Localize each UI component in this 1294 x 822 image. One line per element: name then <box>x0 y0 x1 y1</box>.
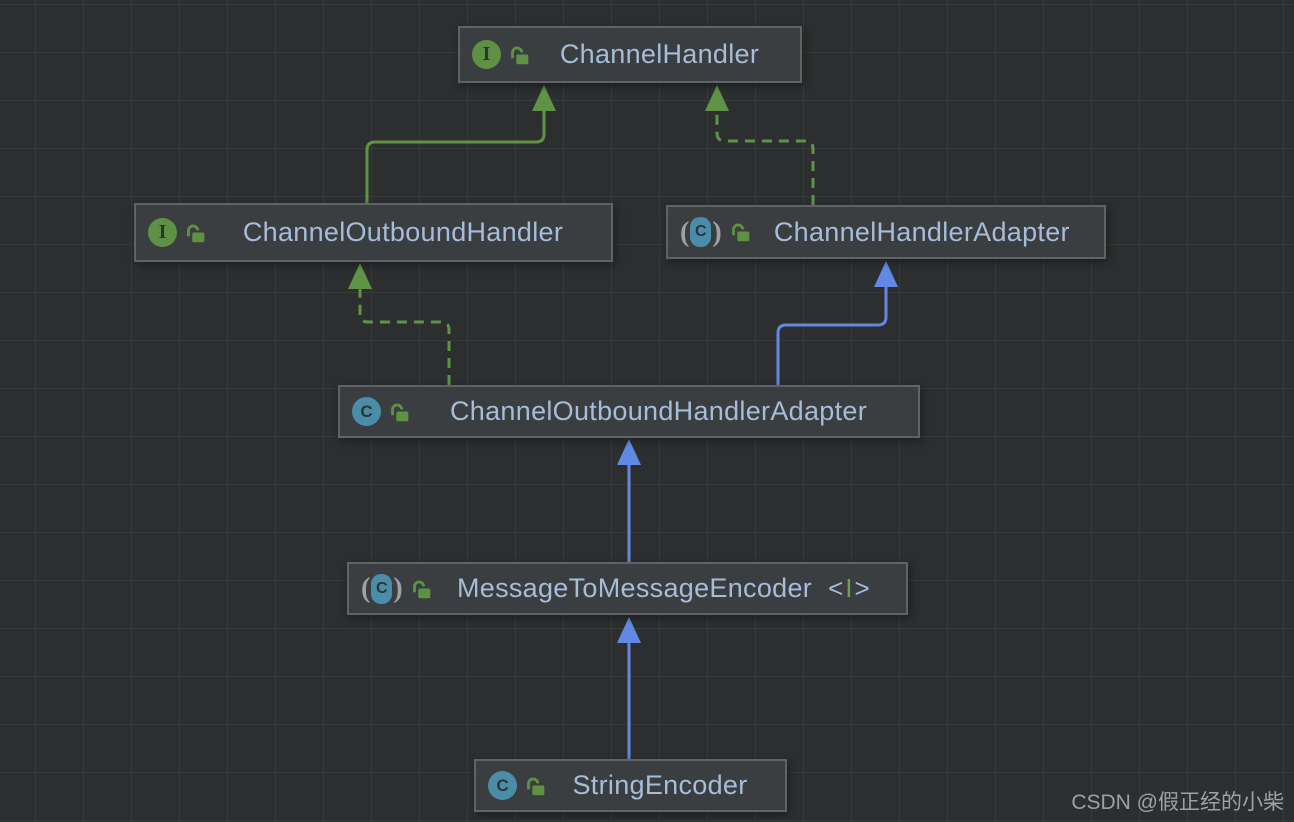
edge-extends-ChannelOutboundHandlerAdapter-to-ChannelHandlerAdapter <box>776 287 888 385</box>
node-name-area: ChannelOutboundHandlerAdapter <box>411 396 906 427</box>
edge-implements-ChannelOutboundHandlerAdapter-to-ChannelOutboundHandler <box>358 289 451 385</box>
class-node-channel-outbound-handler-adapter[interactable]: C ChannelOutboundHandlerAdapter <box>338 385 920 438</box>
arrowhead-icon <box>532 85 556 111</box>
abstract-class-icon: (C) <box>361 573 403 604</box>
generic-param-letter: I <box>845 573 853 603</box>
node-icons: C <box>488 771 547 800</box>
class-name: StringEncoder <box>572 770 748 800</box>
interface-icon: I <box>148 218 177 247</box>
arrowhead-icon <box>617 617 641 643</box>
class-node-channel-outbound-handler[interactable]: I ChannelOutboundHandler <box>134 203 613 262</box>
class-node-string-encoder[interactable]: C StringEncoder <box>474 759 787 812</box>
arrowhead-icon <box>617 439 641 465</box>
class-letter-pill: C <box>690 217 712 247</box>
angle-bracket-glyph: > <box>854 573 870 603</box>
node-name-area: MessageToMessageEncoder <I> <box>433 573 894 604</box>
angle-bracket-glyph: < <box>828 573 844 603</box>
arrowhead-icon <box>705 85 729 111</box>
node-name-area: ChannelOutboundHandler <box>207 217 599 248</box>
paren-glyph: ) <box>712 216 722 248</box>
class-name: ChannelOutboundHandler <box>242 217 564 247</box>
node-icons: I <box>472 40 531 69</box>
arrowhead-icon <box>874 261 898 287</box>
class-name: ChannelOutboundHandlerAdapter <box>450 396 867 426</box>
arrowhead-icon <box>348 263 372 289</box>
paren-glyph: ( <box>680 216 690 248</box>
edge-implements-ChannelHandlerAdapter-to-ChannelHandler <box>715 111 815 205</box>
unlocked-lock-icon <box>730 221 752 243</box>
unlocked-lock-icon <box>389 401 411 423</box>
class-name: MessageToMessageEncoder <box>456 573 813 603</box>
node-icons: (C) <box>361 573 433 604</box>
unlocked-lock-icon <box>411 578 433 600</box>
node-name-area: ChannelHandler <box>531 39 788 70</box>
class-icon: C <box>488 771 517 800</box>
class-node-channel-handler[interactable]: I ChannelHandler <box>458 26 802 83</box>
node-icons: (C) <box>680 217 752 247</box>
paren-glyph: ( <box>361 573 371 604</box>
node-icons: C <box>352 397 411 426</box>
class-node-message-to-message-encoder[interactable]: (C) MessageToMessageEncoder <I> <box>347 562 908 615</box>
node-icons: I <box>148 218 207 247</box>
paren-glyph: ) <box>393 573 403 604</box>
edge-extends-ChannelOutboundHandler-to-ChannelHandler <box>365 110 546 203</box>
abstract-class-icon: (C) <box>680 217 722 247</box>
unlocked-lock-icon <box>185 222 207 244</box>
class-name: ChannelHandlerAdapter <box>773 216 1070 247</box>
interface-icon: I <box>472 40 501 69</box>
class-node-channel-handler-adapter[interactable]: (C) ChannelHandlerAdapter <box>666 205 1106 259</box>
node-name-area: ChannelHandlerAdapter <box>752 217 1092 248</box>
csdn-watermark: CSDN @假正经的小柴 <box>1071 791 1284 814</box>
generic-type-parameter: <I> <box>828 573 870 604</box>
node-name-area: StringEncoder <box>547 770 773 801</box>
class-icon: C <box>352 397 381 426</box>
class-letter-pill: C <box>371 573 393 604</box>
unlocked-lock-icon <box>525 775 547 797</box>
unlocked-lock-icon <box>509 44 531 66</box>
class-name: ChannelHandler <box>559 39 760 69</box>
